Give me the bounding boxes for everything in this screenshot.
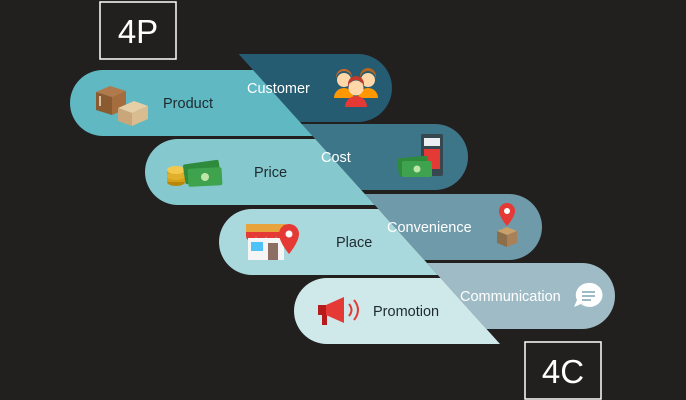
label-convenience: Convenience: [387, 220, 472, 236]
money-calculator-icon: [397, 134, 443, 177]
location-package-icon: [497, 203, 517, 247]
label-product: Product: [163, 96, 213, 112]
box-4c: 4C: [524, 341, 602, 400]
pill-promotion: [294, 278, 500, 344]
box-4p: 4P: [99, 1, 177, 60]
people-icon: [334, 68, 378, 107]
boxes-icon: [96, 86, 148, 126]
label-place: Place: [336, 235, 372, 251]
box-4p-label: 4P: [118, 13, 158, 50]
label-cost: Cost: [321, 150, 351, 166]
money-coins-icon: [167, 159, 223, 187]
label-customer: Customer: [247, 81, 310, 97]
label-promotion: Promotion: [373, 304, 439, 320]
megaphone-icon: [318, 297, 359, 325]
label-communication: Communication: [460, 289, 561, 305]
label-price: Price: [254, 165, 287, 181]
box-4c-label: 4C: [542, 353, 584, 390]
shop-location-icon: [246, 224, 299, 260]
chat-bubble-icon: [574, 282, 603, 307]
